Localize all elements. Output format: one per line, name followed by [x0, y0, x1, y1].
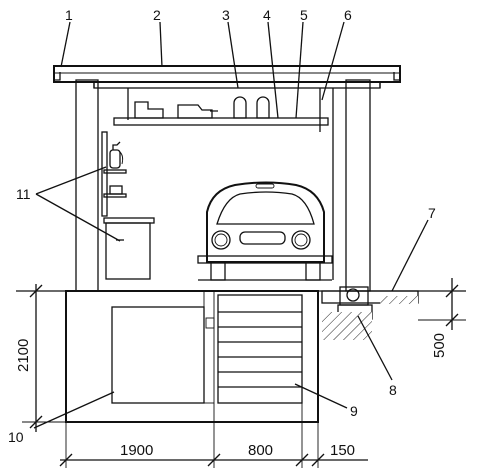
label-4: 4: [263, 7, 271, 23]
dim-cellar-width: 1900: [120, 442, 153, 459]
label-3: 3: [222, 7, 230, 23]
roof: [53, 65, 401, 89]
label-5: 5: [300, 7, 308, 23]
cellar: [65, 290, 319, 423]
left-brick-wall: [75, 79, 99, 292]
bottle-item: [256, 96, 270, 119]
label-9: 9: [350, 403, 358, 419]
cellar-stairs: [217, 294, 303, 404]
label-8: 8: [389, 382, 397, 398]
overhead-shelf: [113, 88, 329, 132]
foundation: [321, 286, 419, 340]
label-1: 1: [65, 7, 73, 23]
dim-wall-width: 150: [330, 442, 355, 459]
bottle-item: [233, 96, 247, 119]
dimension-lines: [22, 278, 466, 468]
fire-extinguisher: [101, 131, 127, 217]
dim-foundation-depth: 500: [431, 333, 448, 358]
label-2: 2: [153, 7, 161, 23]
canister-item: [177, 104, 218, 119]
cellar-room: [111, 306, 205, 404]
dim-cellar-height: 2100: [15, 339, 32, 372]
right-brick-wall: [345, 79, 371, 292]
dim-stairs-width: 800: [248, 442, 273, 459]
label-6: 6: [344, 7, 352, 23]
box-item: [134, 101, 164, 119]
workbench: [103, 217, 155, 280]
car: [197, 181, 333, 281]
label-10: 10: [8, 429, 24, 445]
label-7: 7: [428, 205, 436, 221]
label-11: 11: [16, 186, 31, 202]
